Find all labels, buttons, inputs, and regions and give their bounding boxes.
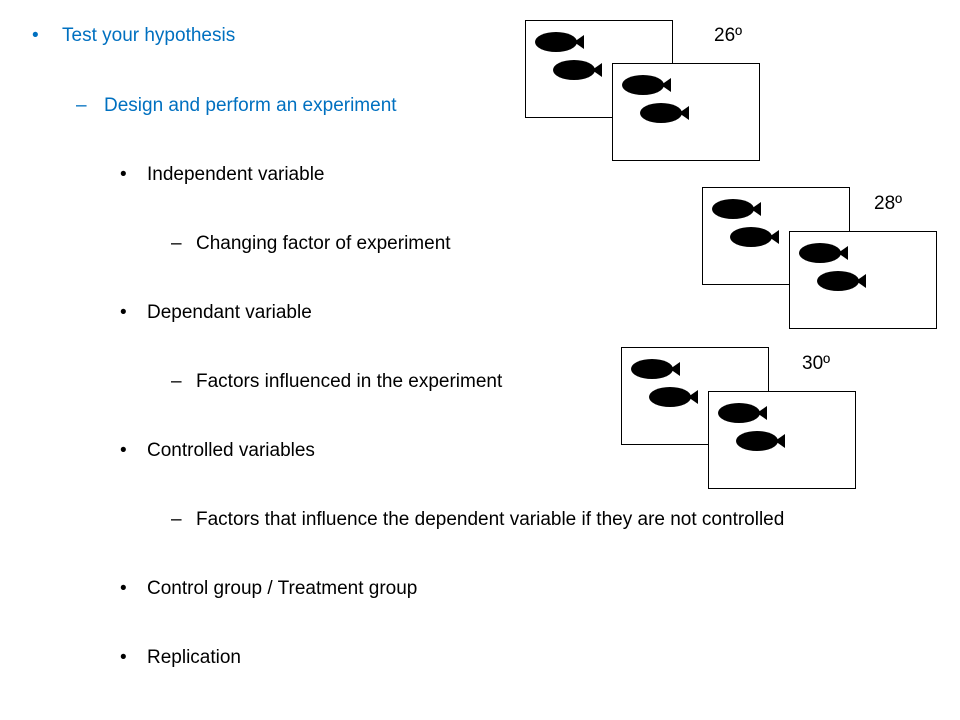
fish-icon: [553, 60, 602, 80]
bullet-dash: –: [171, 371, 182, 392]
bullet-dash: –: [171, 233, 182, 254]
bullet-text: Design and perform an experiment: [104, 95, 397, 116]
bullet-dot: •: [120, 164, 127, 185]
bullet-text: Controlled variables: [147, 440, 315, 461]
fish-icon: [631, 359, 680, 379]
fish-group: [631, 359, 698, 407]
fish-icon: [718, 403, 767, 423]
bullet-text: Replication: [147, 647, 241, 668]
temperature-label-26: 26º: [714, 25, 743, 46]
fish-tank-26-front: [612, 63, 760, 161]
fish-icon: [799, 243, 848, 263]
bullet-text: Factors influenced in the experiment: [196, 371, 503, 392]
fish-group: [535, 32, 602, 80]
bullet-dot: •: [120, 647, 127, 668]
fish-icon: [649, 387, 698, 407]
bullet-dot: •: [120, 302, 127, 323]
fish-group: [622, 75, 689, 123]
temperature-label-30: 30º: [802, 353, 831, 374]
fish-icon: [622, 75, 671, 95]
fish-tank-28-front: [789, 231, 937, 329]
bullet-dot: •: [32, 25, 39, 46]
bullet-text: Independent variable: [147, 164, 325, 185]
bullet-dot: •: [120, 578, 127, 599]
fish-icon: [730, 227, 779, 247]
bullet-dash: –: [171, 509, 182, 530]
bullet-dash: –: [76, 95, 87, 116]
fish-tank-30-front: [708, 391, 856, 489]
bullet-text: Test your hypothesis: [62, 25, 236, 46]
bullet-text: Factors that influence the dependent var…: [196, 509, 785, 530]
bullet-text: Dependant variable: [147, 302, 312, 323]
fish-icon: [736, 431, 785, 451]
fish-icon: [535, 32, 584, 52]
temperature-label-28: 28º: [874, 193, 903, 214]
bullet-text: Control group / Treatment group: [147, 578, 418, 599]
fish-icon: [712, 199, 761, 219]
bullet-dot: •: [120, 440, 127, 461]
fish-icon: [817, 271, 866, 291]
bullet-text: Changing factor of experiment: [196, 233, 451, 254]
fish-group: [712, 199, 779, 247]
fish-group: [799, 243, 866, 291]
fish-group: [718, 403, 785, 451]
fish-icon: [640, 103, 689, 123]
